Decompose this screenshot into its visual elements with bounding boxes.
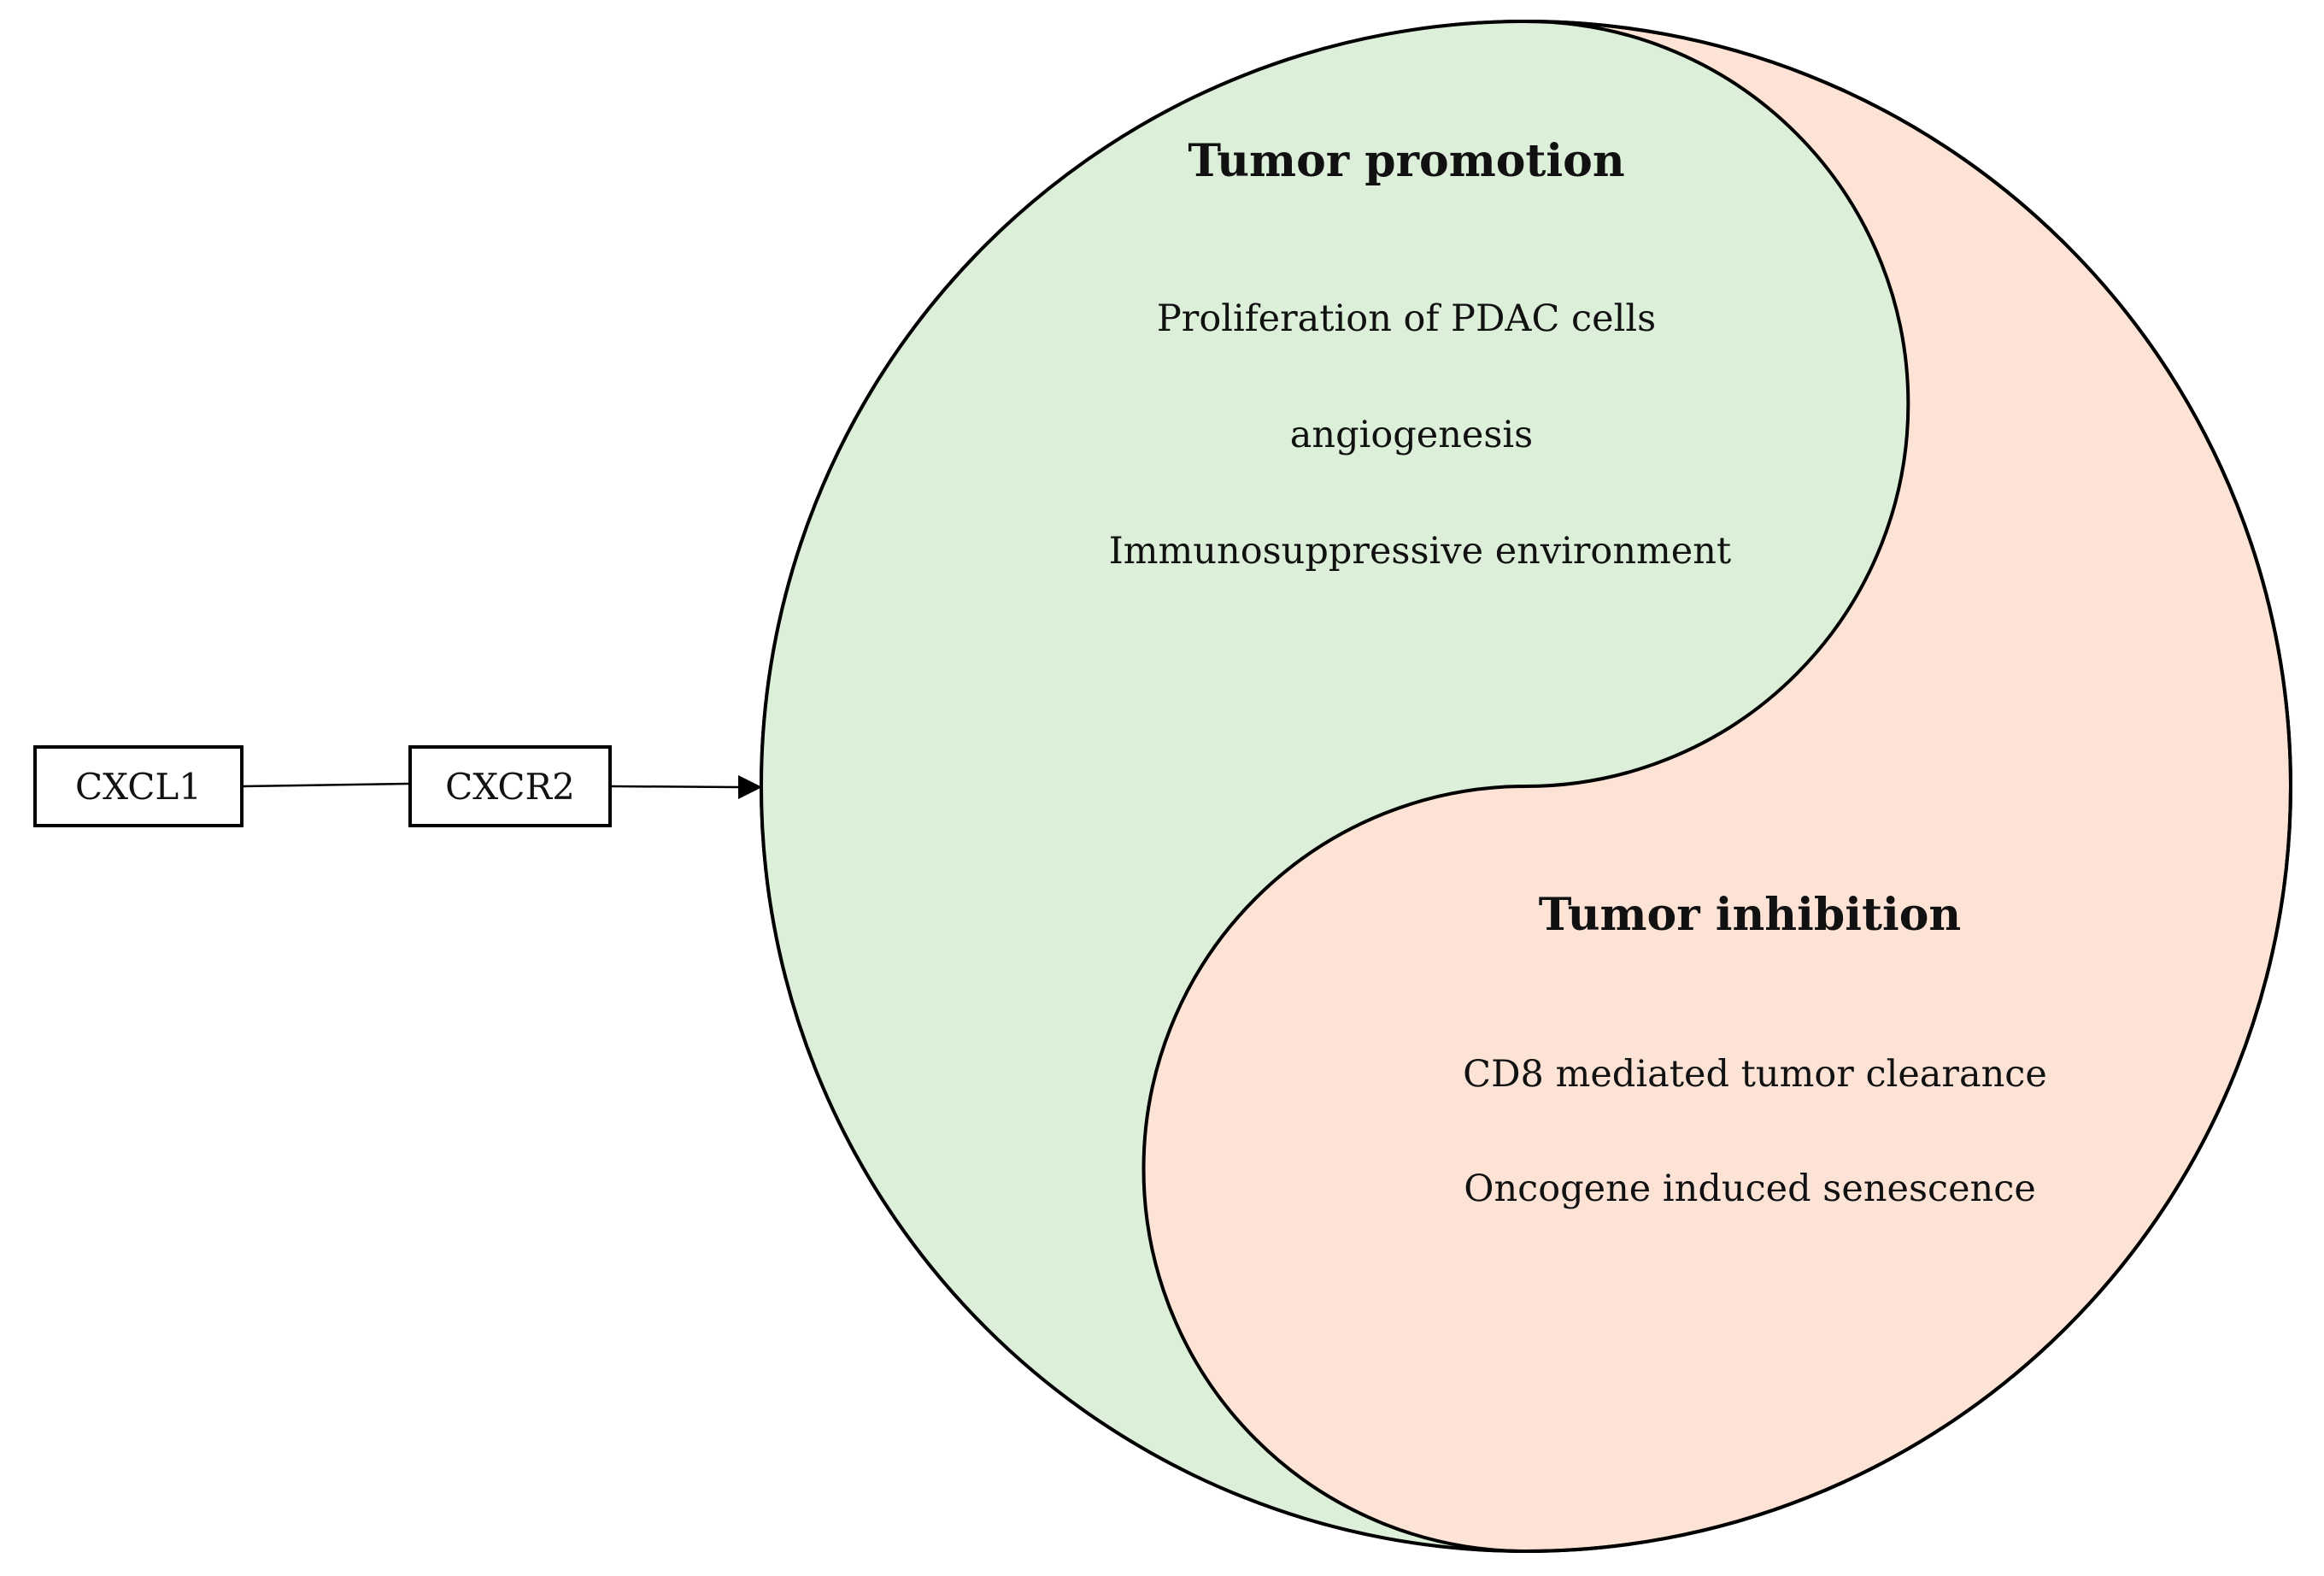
promotion-item-immunosuppressive: Immunosuppressive environment (1108, 530, 1732, 573)
tumor-promotion-title: Tumor promotion (1188, 135, 1625, 187)
cxcr2-label: CXCR2 (445, 765, 575, 808)
yin-yang-divider-curve (1141, 20, 1910, 1553)
cxcl1-cxcr2-connector (243, 782, 409, 788)
cxcr2-to-circle-arrow-line (611, 785, 739, 789)
promotion-item-angiogenesis: angiogenesis (1289, 414, 1534, 456)
cxcr2-box: CXCR2 (408, 745, 612, 827)
tumor-promotion-region (761, 21, 1909, 1551)
inhibition-item-cd8-clearance: CD8 mediated tumor clearance (1463, 1053, 2047, 1096)
inhibition-item-senescence: Oncogene induced senescence (1464, 1167, 2036, 1210)
cxcl1-box: CXCL1 (33, 745, 244, 827)
arrowhead-icon (738, 775, 762, 799)
yin-yang-outline (760, 20, 2292, 1553)
cxcl1-label: CXCL1 (74, 765, 202, 808)
tumor-inhibition-title: Tumor inhibition (1538, 889, 1962, 941)
promotion-item-proliferation: Proliferation of PDAC cells (1156, 297, 1657, 340)
